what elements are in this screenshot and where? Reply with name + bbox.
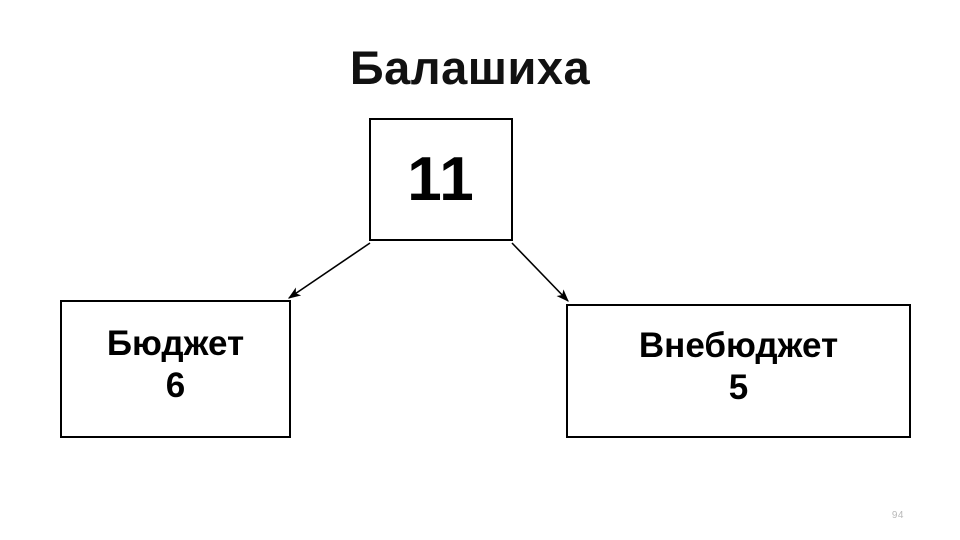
page-number: 94 (891, 510, 904, 521)
node-budget[interactable]: Бюджет 6 (60, 300, 291, 438)
node-extrabudget[interactable]: Внебюджет 5 (566, 304, 911, 438)
node-budget-label: Бюджет (106, 324, 245, 363)
node-extrabudget-label: Внебюджет (638, 326, 839, 365)
connector-root-to-extrabudget (511, 242, 569, 302)
node-total[interactable]: 11 (369, 118, 513, 241)
node-extrabudget-value: 5 (728, 368, 749, 407)
node-total-value: 11 (407, 144, 475, 214)
connector-root-to-budget (287, 242, 371, 299)
page-title: Балашиха (349, 41, 591, 94)
node-budget-value: 6 (165, 366, 186, 405)
